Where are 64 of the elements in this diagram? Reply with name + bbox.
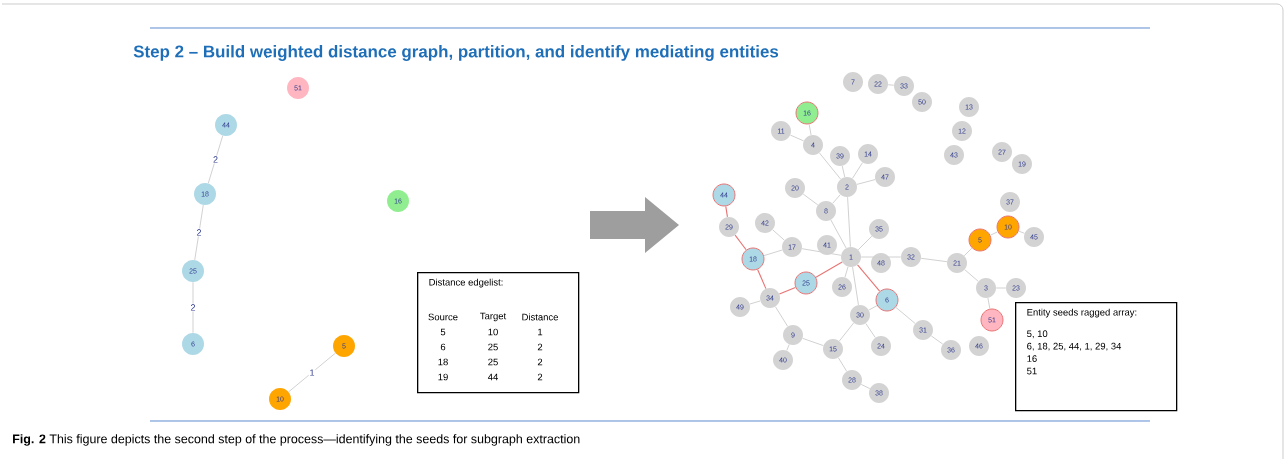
edge-line xyxy=(987,297,991,310)
edge-line xyxy=(852,266,859,306)
edge-line xyxy=(852,162,864,179)
edge-line xyxy=(749,300,761,305)
edge-line xyxy=(774,306,789,327)
table-cell: 2 xyxy=(537,373,543,381)
caption: Fig. 2 This figure depicts the second step of the process—identifying the seeds for subgraph extraction xyxy=(13,434,580,446)
table-cell: 6 xyxy=(440,343,446,351)
edge-line xyxy=(830,219,847,249)
edge-label: 2 xyxy=(212,155,219,164)
table-cell: 5 xyxy=(440,328,446,336)
edge-line xyxy=(964,269,979,282)
text-box: Entity seeds ragged array: 5, 10 6, 18, 25, 44, 1, 29, 34 16 51 xyxy=(1015,302,1178,412)
edge-line xyxy=(757,268,767,290)
table-cell: 10 xyxy=(488,328,498,336)
table-cell: 2 xyxy=(537,343,543,351)
table-cell: 19 xyxy=(438,373,448,381)
edge-line xyxy=(815,261,843,278)
edge-line xyxy=(860,383,871,390)
edge-line xyxy=(841,165,846,178)
edge-line xyxy=(725,205,728,218)
edge-line xyxy=(818,152,842,180)
table-cell: Target xyxy=(480,312,507,322)
edge-line xyxy=(865,322,876,339)
edge-line xyxy=(734,234,747,251)
edge-line xyxy=(868,305,878,311)
edge-line xyxy=(832,194,841,204)
edge-label: 2 xyxy=(195,228,203,237)
edge-line xyxy=(857,264,881,292)
edge-line xyxy=(1018,230,1025,234)
edge-line xyxy=(838,322,855,342)
edge-line xyxy=(207,135,224,184)
edge-line xyxy=(789,134,805,142)
edge-label: 2 xyxy=(189,303,197,312)
edge-label: 1 xyxy=(308,368,316,377)
edge-line xyxy=(763,249,783,257)
edge-line xyxy=(857,235,873,251)
edge-line xyxy=(802,193,819,206)
table-cell: 1 xyxy=(538,328,543,336)
edge-line xyxy=(808,123,812,136)
edge-line xyxy=(288,352,336,393)
edge-line xyxy=(194,204,204,261)
edge-line xyxy=(847,196,851,248)
title: Step 2 – Build weighted distance graph, partition, and identify mediating entities xyxy=(133,45,779,61)
edge-line xyxy=(801,248,842,256)
edge-line xyxy=(895,306,916,324)
table-cell: 18 xyxy=(438,358,448,366)
table-cell: 2 xyxy=(537,358,543,366)
edge-line xyxy=(772,229,785,241)
table-cell: Source xyxy=(428,313,458,321)
edge-line xyxy=(837,357,848,372)
edge-line xyxy=(930,335,944,345)
edge-line xyxy=(920,257,948,263)
table-cell: Distance xyxy=(522,313,558,321)
edge-line xyxy=(802,337,824,347)
table-cell: 25 xyxy=(488,358,498,366)
edge-line xyxy=(844,266,849,278)
edge-line xyxy=(856,179,876,185)
table-cell: 25 xyxy=(488,343,498,351)
edge-line xyxy=(963,247,973,257)
edge-line xyxy=(786,343,790,351)
table-cell: 44 xyxy=(487,373,498,381)
edge-line xyxy=(778,286,796,295)
edge-line xyxy=(989,231,999,236)
